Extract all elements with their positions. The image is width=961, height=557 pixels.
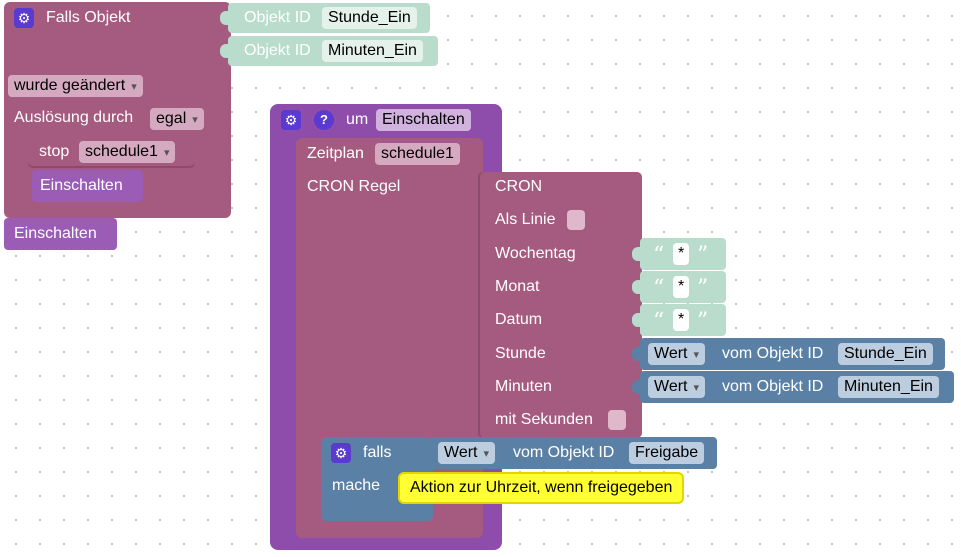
minutes-label: Minuten bbox=[495, 378, 552, 395]
quote-close-icon: ” bbox=[697, 243, 709, 268]
function-prefix: um bbox=[346, 111, 369, 128]
object-id-connector-2 bbox=[220, 44, 230, 58]
as-line-label: Als Linie bbox=[495, 211, 556, 228]
date-connector bbox=[632, 313, 642, 327]
help-icon[interactable]: ? bbox=[314, 110, 334, 130]
date-value-field[interactable]: * bbox=[673, 309, 690, 331]
comment-highlight[interactable]: Aktion zur Uhrzeit, wenn freigegeben bbox=[398, 472, 685, 504]
condition-value-dropdown[interactable]: Wert bbox=[438, 442, 496, 464]
object-id-field-1[interactable]: Stunde_Ein bbox=[322, 7, 417, 29]
minutes-connector bbox=[632, 380, 642, 394]
quote-open-icon: “ bbox=[653, 309, 665, 334]
object-id-label-2: Objekt ID bbox=[244, 42, 311, 59]
if-label: falls bbox=[363, 444, 392, 461]
condition-connector bbox=[423, 446, 433, 460]
quote-open-icon: “ bbox=[653, 276, 665, 301]
quote-open-icon: “ bbox=[653, 243, 665, 268]
weekday-value-field[interactable]: * bbox=[673, 243, 690, 265]
condition-object-field[interactable]: Freigabe bbox=[629, 442, 705, 464]
quote-close-icon: ” bbox=[697, 309, 709, 334]
object-id-connector-1 bbox=[220, 11, 230, 25]
call-einschalten-label: Einschalten bbox=[40, 177, 123, 194]
condition-from-label: vom Objekt ID bbox=[513, 444, 615, 461]
condition-dropdown[interactable]: wurde geändert bbox=[8, 75, 143, 97]
footer-call-block[interactable] bbox=[4, 218, 117, 250]
ack-label: Auslösung durch bbox=[14, 109, 134, 126]
stop-label: stop bbox=[39, 143, 70, 160]
seconds-checkbox[interactable] bbox=[608, 410, 626, 430]
month-label: Monat bbox=[495, 278, 540, 295]
object-id-field-2[interactable]: Minuten_Ein bbox=[322, 40, 423, 62]
ack-dropdown[interactable]: egal bbox=[150, 108, 204, 130]
minutes-value-dropdown[interactable]: Wert bbox=[648, 376, 706, 398]
function-name-field[interactable]: Einschalten bbox=[376, 109, 471, 131]
gear-icon[interactable]: ⚙ bbox=[281, 110, 301, 130]
weekday-label: Wochentag bbox=[495, 245, 576, 262]
hour-label: Stunde bbox=[495, 345, 546, 362]
cron-rule-label: CRON Regel bbox=[307, 178, 401, 195]
gear-icon[interactable]: ⚙ bbox=[14, 8, 34, 28]
schedule-label: Zeitplan bbox=[307, 145, 364, 162]
cron-title: CRON bbox=[495, 178, 543, 195]
minutes-from-label: vom Objekt ID bbox=[722, 378, 824, 395]
stop-dropdown[interactable]: schedule1 bbox=[79, 141, 176, 163]
do-label: mache bbox=[332, 477, 381, 494]
as-line-checkbox[interactable] bbox=[567, 210, 585, 230]
hour-object-field[interactable]: Stunde_Ein bbox=[838, 343, 933, 365]
month-connector bbox=[632, 280, 642, 294]
hour-from-label: vom Objekt ID bbox=[722, 345, 824, 362]
minutes-object-field[interactable]: Minuten_Ein bbox=[838, 376, 939, 398]
quote-close-icon: ” bbox=[697, 276, 709, 301]
hour-value-dropdown[interactable]: Wert bbox=[648, 343, 706, 365]
seconds-label: mit Sekunden bbox=[495, 411, 593, 428]
weekday-connector bbox=[632, 247, 642, 261]
trigger-title: Falls Objekt bbox=[46, 9, 131, 26]
call-einschalten-block[interactable] bbox=[32, 170, 143, 202]
hour-connector bbox=[632, 347, 642, 361]
footer-call-label: Einschalten bbox=[14, 225, 97, 242]
cron-block[interactable] bbox=[478, 172, 642, 438]
schedule-name-field[interactable]: schedule1 bbox=[375, 143, 460, 165]
date-label: Datum bbox=[495, 311, 543, 328]
gear-icon[interactable]: ⚙ bbox=[331, 443, 351, 463]
object-id-label-1: Objekt ID bbox=[244, 9, 311, 26]
month-value-field[interactable]: * bbox=[673, 276, 690, 298]
